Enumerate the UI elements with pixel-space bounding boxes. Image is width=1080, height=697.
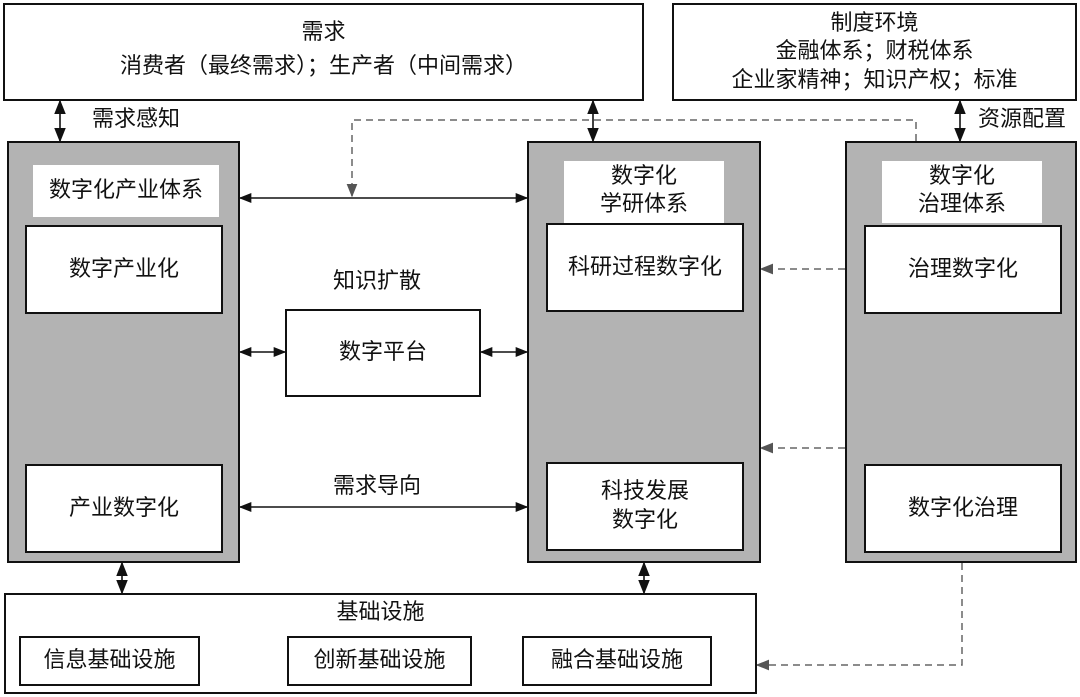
knowledge-diffusion-label: 知识扩散	[333, 269, 422, 294]
institution-line1: 金融体系；财税体系	[775, 39, 974, 64]
demand-box: 需求 消费者（最终需求）；生产者（中间需求）	[3, 3, 644, 101]
right-panel-title-line1: 数字化	[928, 164, 995, 189]
governance-digitalization-box: 治理数字化	[864, 225, 1062, 314]
left-panel-title: 数字化产业体系	[33, 165, 219, 217]
digital-industrialization-box: 数字产业化	[25, 225, 223, 314]
demand-sensing-label: 需求感知	[92, 107, 181, 132]
right-panel-title: 数字化 治理体系	[882, 161, 1042, 223]
demand-detail: 消费者（最终需求）；生产者（中间需求）	[119, 54, 527, 79]
infrastructure-title: 基础设施	[336, 600, 425, 625]
fusion-infrastructure-box: 融合基础设施	[522, 636, 712, 686]
infrastructure-box: 基础设施 信息基础设施 创新基础设施 融合基础设施	[4, 593, 757, 694]
industrial-digitalization-box: 产业数字化	[25, 464, 223, 553]
institution-line2: 企业家精神；知识产权；标准	[731, 68, 1018, 93]
demand-title: 需求	[301, 20, 346, 45]
demand-orientation-label: 需求导向	[333, 474, 422, 499]
digital-platform-box: 数字平台	[285, 309, 481, 397]
institution-title: 制度环境	[830, 11, 919, 36]
dashed-resource-link	[346, 119, 917, 198]
info-infrastructure-box: 信息基础设施	[19, 636, 200, 686]
digital-governance-box: 数字化治理	[864, 464, 1062, 553]
tech-development-line2: 数字化	[611, 507, 678, 533]
right-panel-title-line2: 治理体系	[917, 191, 1006, 217]
institution-box: 制度环境 金融体系；财税体系 企业家精神；知识产权；标准	[672, 3, 1077, 101]
middle-panel-title-line2: 学研体系	[599, 191, 688, 217]
middle-panel-digital-research-system: 数字化 学研体系 科研过程数字化 科技发展 数字化	[527, 141, 761, 563]
right-panel-digital-governance-system: 数字化 治理体系 治理数字化 数字化治理	[845, 141, 1077, 563]
tech-development-line1: 科技发展	[600, 478, 689, 504]
middle-panel-title: 数字化 学研体系	[564, 161, 724, 223]
left-panel-digital-industry-system: 数字化产业体系 数字产业化 产业数字化	[7, 141, 240, 563]
tech-development-digitalization-box: 科技发展 数字化	[546, 462, 744, 551]
middle-panel-title-line1: 数字化	[610, 164, 677, 189]
research-process-digitalization-box: 科研过程数字化	[546, 223, 744, 312]
dashed-right-infrastructure	[755, 563, 963, 671]
innovation-infrastructure-box: 创新基础设施	[287, 636, 472, 686]
resource-allocation-label: 资源配置	[978, 107, 1067, 132]
